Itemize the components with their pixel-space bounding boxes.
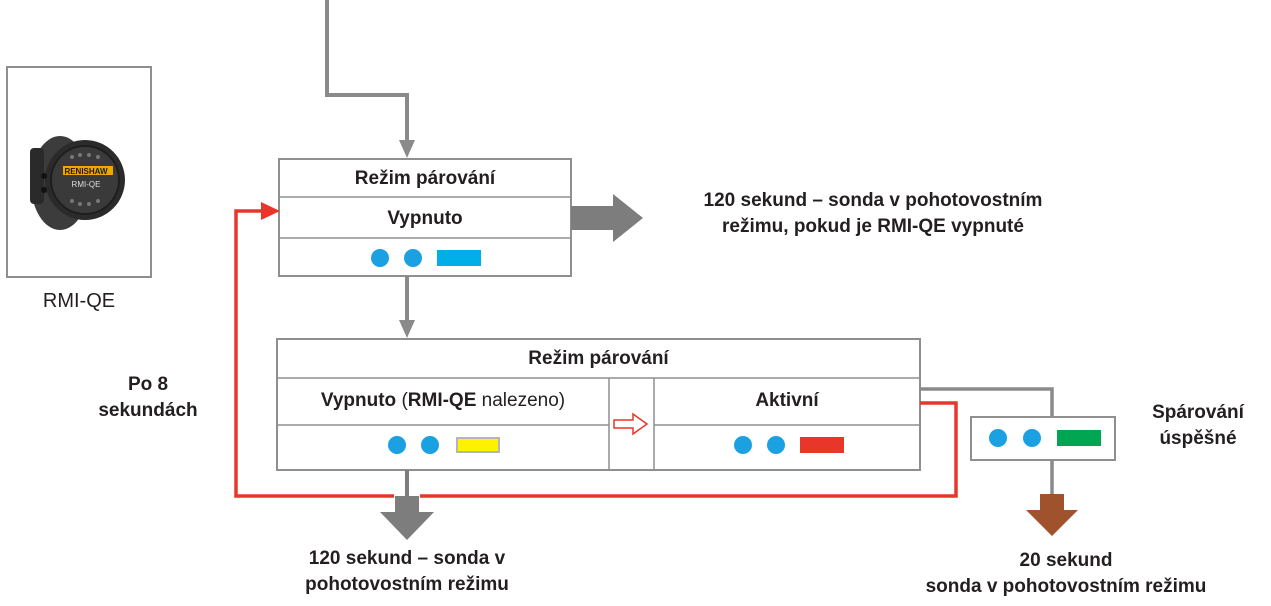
device-photo: RENISHAW RMI-QE [30, 136, 125, 230]
success-standby-arrow-icon [1026, 494, 1078, 536]
mid-right-led-2 [767, 436, 785, 454]
top-led-1 [371, 249, 389, 267]
top-led-2 [404, 249, 422, 267]
standby-arrow-down-icon [380, 496, 434, 540]
success-led-2 [1023, 429, 1041, 447]
standby-arrow-right-icon [571, 194, 643, 242]
mid-left-state-off: Vypnuto [320, 390, 397, 411]
mid-left-state-device: RMI-QE [407, 390, 477, 411]
mid-arrowhead-icon [399, 320, 415, 338]
top-box-state: Vypnuto [387, 208, 463, 229]
success-led-1 [989, 429, 1007, 447]
mid-left-led-2 [421, 436, 439, 454]
mid-left-led-1 [388, 436, 406, 454]
mid-left-state-found: nalezeno) [476, 390, 566, 411]
mid-right-state: Aktivní [755, 390, 819, 411]
input-arrowhead-icon [399, 140, 415, 158]
device-photo-brand: RENISHAW [64, 167, 108, 176]
mid-right-led-1 [734, 436, 752, 454]
success-standby-label: 20 sekund sonda v pohotovostním režimu [925, 550, 1207, 597]
mid-right-status-bar [800, 437, 844, 453]
input-line [325, 0, 409, 142]
red-loop-line [234, 209, 958, 498]
success-status-bar [1057, 430, 1101, 446]
pairing-success-label: Spárování úspěšné [1152, 402, 1244, 449]
top-standby-label: 120 sekund – sonda v pohotovostním režim… [703, 190, 1043, 237]
bottom-standby-label: 120 sekund – sonda v pohotovostním režim… [305, 548, 509, 595]
success-line [920, 387, 1054, 417]
red-loop-arrowhead-icon [261, 202, 280, 220]
mid-left-status-bar [456, 437, 500, 453]
transition-arrow-icon [613, 412, 649, 436]
device-photo-model: RMI-QE [72, 180, 101, 189]
mid-box-title: Režim párování [528, 348, 669, 369]
mid-left-state-paren: ( [396, 390, 408, 411]
top-status-bar [437, 250, 481, 266]
loop-timer-label: Po 8 sekundách [98, 374, 198, 421]
top-box-title: Režim párování [354, 168, 496, 189]
mid-left-state: Vypnuto (RMI-QE nalezeno) [277, 388, 609, 414]
device-caption: RMI-QE [42, 290, 116, 312]
